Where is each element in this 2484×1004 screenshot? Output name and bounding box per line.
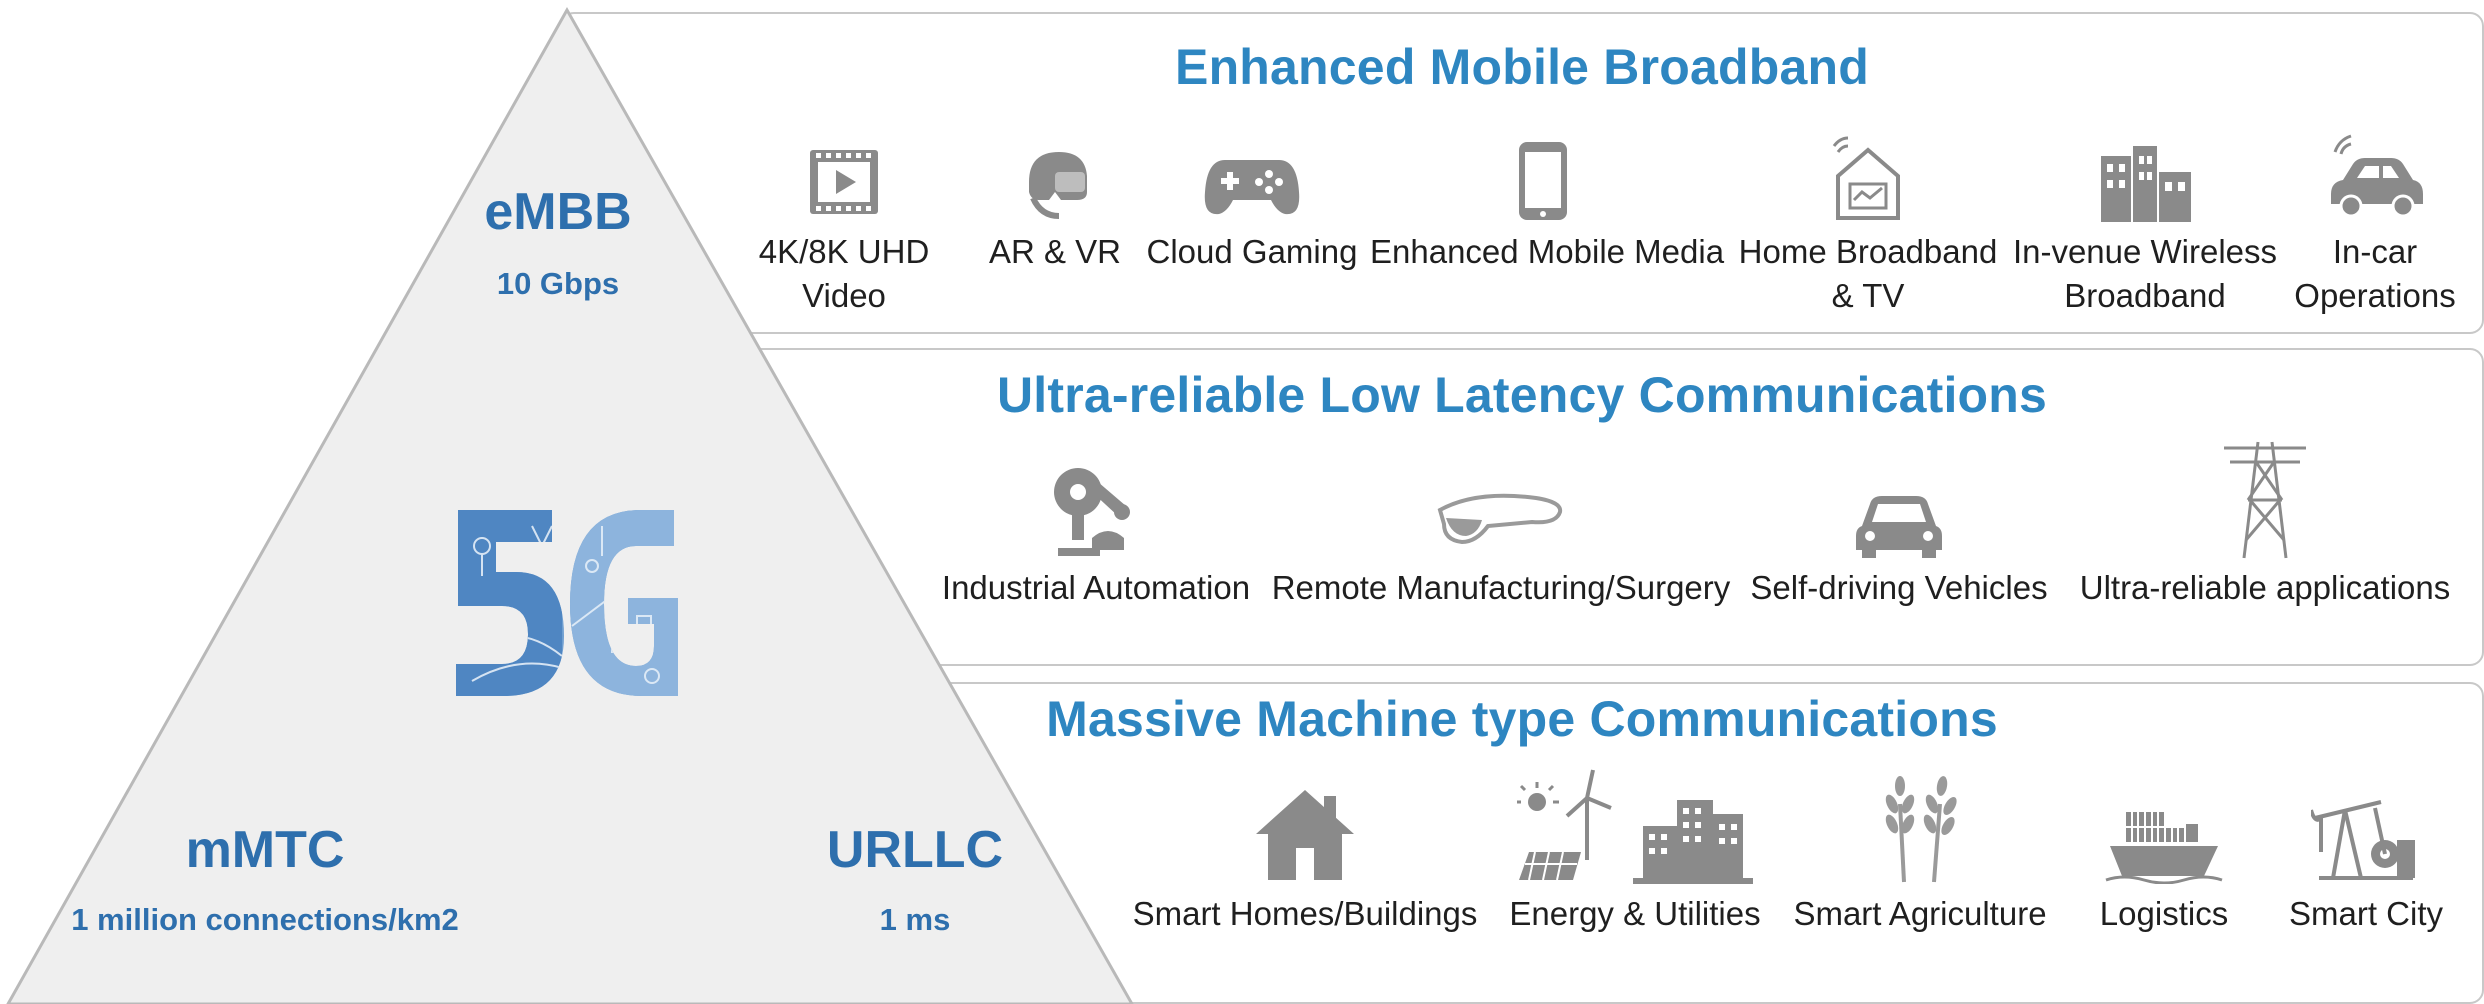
item-in-car-operations: In-car Operations xyxy=(2280,126,2470,318)
panel-embb-title: Enhanced Mobile Broadband xyxy=(1175,39,1869,95)
house-icon xyxy=(1256,790,1354,880)
home-broadband-icon xyxy=(1832,136,1900,220)
item-home-broadband: Home Broadband & TV xyxy=(1736,126,2000,318)
item-label-line: Operations xyxy=(2294,277,2456,314)
item-label-line: Smart Agriculture xyxy=(1793,895,2047,932)
urllc-value: 1 ms xyxy=(879,902,951,937)
item-industrial-automation: Industrial Automation xyxy=(936,462,1256,610)
triangle-fill xyxy=(6,6,1134,1004)
robot-arm-icon xyxy=(1054,468,1130,556)
item-smart-agriculture: Smart Agriculture xyxy=(1790,776,2050,936)
gamepad-icon xyxy=(1204,160,1300,215)
urllc-label: URLLC 1 ms xyxy=(790,824,1040,938)
item-label-line: Enhanced Mobile Media xyxy=(1370,233,1725,270)
item-label-line: Home Broadband xyxy=(1738,233,1998,270)
item-label-line: In-venue Wireless xyxy=(2012,233,2278,270)
item-in-venue-wireless: In-venue Wireless Broadband xyxy=(2012,126,2278,318)
item-label-line: Smart City xyxy=(2288,895,2443,932)
mmtc-label: mMTC 1 million connections/km2 xyxy=(60,824,470,938)
panel-urllc-title: Ultra-reliable Low Latency Communication… xyxy=(996,367,2048,423)
item-enhanced-mobile-media: Enhanced Mobile Media xyxy=(1370,126,1725,274)
item-label-line: Video xyxy=(802,277,886,314)
item-label-line: 4K/8K UHD xyxy=(758,233,930,270)
embb-name: eMBB xyxy=(484,183,632,241)
mmtc-value: 1 million connections/km2 xyxy=(71,902,459,937)
power-tower-icon xyxy=(2224,441,2306,559)
smartphone-icon xyxy=(1519,142,1567,220)
connected-car-icon xyxy=(2331,134,2423,218)
item-label-line: Ultra-reliable applications xyxy=(2079,569,2451,606)
embb-value: 10 Gbps xyxy=(496,266,620,301)
smart-glasses-icon xyxy=(1437,493,1563,545)
embb-label: eMBB 10 Gbps xyxy=(428,186,688,302)
mmtc-name: mMTC xyxy=(185,821,345,879)
item-ar-vr: AR & VR xyxy=(970,126,1140,274)
buildings-icon xyxy=(2101,146,2191,222)
item-ultra-reliable-apps: Ultra-reliable applications xyxy=(2072,441,2458,610)
triangle-shape xyxy=(6,6,1134,1004)
urllc-name: URLLC xyxy=(826,821,1004,879)
item-uhd-video: 4K/8K UHD Video xyxy=(744,126,944,318)
item-energy-utilities: Energy & Utilities xyxy=(1490,769,1780,936)
item-label-line: Smart Homes/Buildings xyxy=(1132,895,1478,932)
energy-icon xyxy=(1517,769,1753,884)
vr-headset-icon xyxy=(1029,152,1087,219)
item-label-line: Logistics xyxy=(2099,895,2229,932)
panel-mmtc-title: Massive Machine type Communications xyxy=(1046,691,1998,747)
item-label-line: Remote Manufacturing/Surgery xyxy=(1271,569,1731,606)
film-icon xyxy=(810,150,878,214)
item-label-line: Broadband xyxy=(2064,277,2226,314)
panel-urllc: Ultra-reliable Low Latency Communication… xyxy=(560,348,2484,666)
oil-pump-icon xyxy=(2311,800,2415,880)
item-label-line: Industrial Automation xyxy=(941,569,1251,606)
item-remote-surgery: Remote Manufacturing/Surgery xyxy=(1266,462,1736,610)
item-label-line: Self-driving Vehicles xyxy=(1750,569,2048,606)
item-logistics: Logistics xyxy=(2074,788,2254,936)
item-label-line: Energy & Utilities xyxy=(1509,895,1761,932)
item-label-line: AR & VR xyxy=(988,233,1122,270)
wheat-icon xyxy=(1885,776,1957,883)
5g-logo xyxy=(456,510,678,696)
cargo-ship-icon xyxy=(2105,812,2223,884)
car-front-icon xyxy=(1856,496,1942,558)
item-smart-city: Smart City xyxy=(2266,788,2466,936)
item-self-driving: Self-driving Vehicles xyxy=(1744,462,2054,610)
item-label-line: Cloud Gaming xyxy=(1146,233,1358,270)
item-label-line: & TV xyxy=(1831,277,1905,314)
item-cloud-gaming: Cloud Gaming xyxy=(1142,126,1362,274)
item-label-line: In-car xyxy=(2332,233,2418,270)
item-smart-homes: Smart Homes/Buildings xyxy=(1130,788,1480,936)
